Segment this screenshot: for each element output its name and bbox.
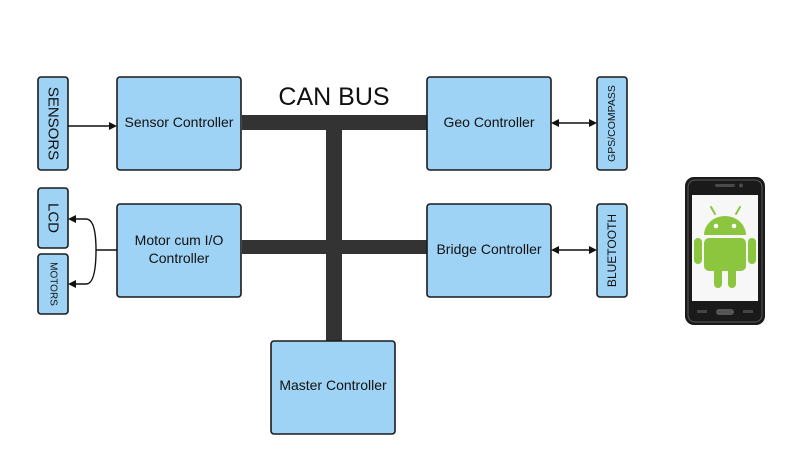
- bridge-to-bluetooth-double-arrow: [551, 246, 597, 254]
- can-bus-label: CAN BUS: [278, 83, 389, 111]
- motor-controller-to-lcd-motors-arrows: [68, 215, 117, 288]
- bridge-controller-box: Bridge Controller: [426, 203, 552, 298]
- sensor-controller-label: Sensor Controller: [125, 114, 234, 130]
- gps-compass-box: GPS/COMPASS: [596, 76, 628, 171]
- sensor-controller-box: Sensor Controller: [116, 76, 242, 171]
- motor-io-controller-label-line2: Controller: [149, 250, 210, 266]
- motor-io-controller-label-line1: Motor cum I/O: [135, 232, 224, 248]
- lcd-label: LCD: [45, 203, 62, 233]
- bluetooth-label: BLUETOOTH: [605, 214, 619, 287]
- can-bus: [242, 115, 428, 341]
- bridge-controller-label: Bridge Controller: [436, 241, 541, 257]
- master-controller-label: Master Controller: [279, 377, 387, 393]
- sensors-box: SENSORS: [37, 76, 69, 171]
- gps-compass-label: GPS/COMPASS: [606, 85, 618, 162]
- motor-io-controller-box: Motor cum I/O Controller: [116, 203, 242, 298]
- lcd-box: LCD: [37, 187, 69, 249]
- geo-to-gps-double-arrow: [551, 119, 597, 127]
- android-phone-icon: [685, 177, 765, 325]
- bluetooth-box: BLUETOOTH: [596, 203, 628, 298]
- sensors-label: SENSORS: [45, 87, 62, 160]
- can-bus-vertical-bar: [326, 115, 342, 341]
- motors-label: MOTORS: [48, 262, 59, 306]
- master-controller-box: Master Controller: [270, 340, 396, 435]
- geo-controller-label: Geo Controller: [443, 114, 534, 130]
- motors-box: MOTORS: [37, 253, 69, 315]
- geo-controller-box: Geo Controller: [426, 76, 552, 171]
- android-robot-icon: [694, 206, 756, 288]
- sensors-to-sensor-controller-arrow: [68, 122, 117, 130]
